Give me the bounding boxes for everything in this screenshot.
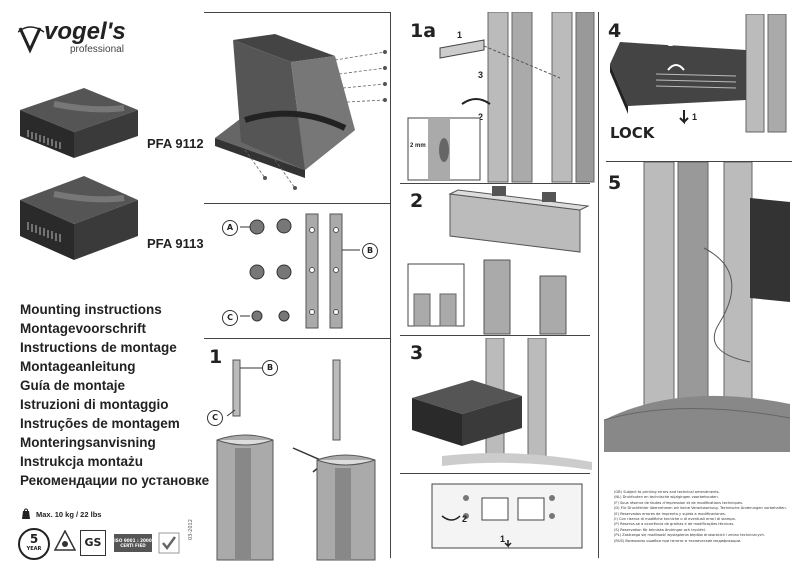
- max-load-text: Max. 10 kg / 22 lbs: [36, 509, 102, 519]
- tuv-mark-icon: [54, 530, 76, 551]
- panel-divider-1: [390, 12, 391, 558]
- lang-title-fr: Instructions de montage: [20, 340, 177, 355]
- disclaimer-line: (NL) Drukfouten en technische wijziginge…: [614, 495, 719, 500]
- step-3-number: 3: [410, 342, 424, 364]
- disclaimer-line: (D) Für Druckfehler übernehmen wir keine…: [614, 506, 787, 511]
- step-1a-number: 1a: [410, 20, 437, 42]
- language-list: Mounting instructions Montagevoorschrift…: [20, 300, 209, 490]
- panel-divider-h2: [204, 338, 390, 339]
- lang-title-ru: Рекомендации по установке: [20, 473, 210, 488]
- step-3-detail-label-2: 2: [462, 514, 468, 524]
- lang-title-sv: Monteringsanvisning: [20, 435, 156, 450]
- lang-title-it: Istruzioni di montaggio: [20, 397, 169, 412]
- disclaimer-line: (E) Reservados errores de imprenta y suj…: [614, 511, 726, 516]
- step-1a-label-3: 3: [478, 70, 484, 80]
- step-1-diagram: [216, 359, 376, 561]
- step-5-diagram: [603, 162, 791, 452]
- step-1-number: 1: [209, 346, 223, 368]
- brand-tagline: professional: [70, 44, 124, 55]
- step-4-label-1: 1: [692, 112, 698, 122]
- step-3-diagram: [412, 338, 592, 470]
- panel-divider-2: [598, 12, 599, 558]
- brand-logo: vogel's professional: [17, 18, 133, 56]
- lang-title-nl: Montagevoorschrift: [20, 321, 147, 336]
- step-1a-label-2: 2: [478, 112, 484, 122]
- lang-title-pt: Instruções de montagem: [20, 416, 180, 431]
- lang-title-de: Montageanleitung: [20, 359, 136, 374]
- iso-line2: CERTI FIED: [120, 543, 146, 548]
- lang-title-es: Guía de montaje: [20, 378, 126, 393]
- step-3-detail-label-1: 1: [500, 534, 506, 544]
- print-code: 03-2012: [188, 519, 194, 540]
- step-1a-gap-label: 2 mm: [410, 143, 426, 149]
- callout-c: C: [222, 310, 238, 326]
- lang-title-pl: Instrukcja montażu: [20, 454, 144, 469]
- iso-badge: ISO 9001 : 2000 CERTI FIED: [114, 534, 152, 552]
- step-4-label-2: 2: [668, 38, 674, 48]
- exploded-view-diagram: [215, 34, 387, 190]
- disclaimer-line: (F) Sous réserve de fautes d'impression …: [614, 500, 744, 505]
- gs-text: GS: [84, 536, 102, 549]
- step-4-diagram: [610, 14, 787, 133]
- product-image-pfa9113: [20, 176, 138, 260]
- vogels-logo-icon: [17, 26, 45, 54]
- lock-label: LOCK: [610, 124, 655, 142]
- panel-divider-h4: [400, 335, 590, 336]
- weight-icon: [22, 508, 30, 519]
- step-4-number: 4: [608, 20, 622, 42]
- panel-divider-h3: [400, 183, 590, 184]
- product-model-1: PFA 9112: [147, 136, 204, 151]
- parts-diagram: [240, 213, 360, 329]
- iso-line1: ISO 9001 : 2000: [114, 538, 152, 543]
- disclaimer-line: (GB) Subject to printing errors and tech…: [614, 490, 720, 494]
- disclaimer-line: (S) Reservation för tekniska ändringar o…: [614, 527, 706, 532]
- gs-mark: GS: [80, 530, 106, 556]
- brand-name: vogel's: [44, 18, 126, 45]
- step-2-diagram: [407, 186, 590, 335]
- step-1a-label-1: 1: [457, 30, 463, 40]
- checkmark-icon: [158, 532, 180, 554]
- step-5-number: 5: [608, 172, 622, 194]
- max-load: Max. 10 kg / 22 lbs: [20, 508, 101, 520]
- product-image-pfa9112: [20, 88, 138, 158]
- step-1-callout-c: C: [207, 410, 223, 426]
- step-1a-diagram: [407, 12, 595, 183]
- warranty-word: YEAR: [26, 546, 42, 552]
- product-model-2: PFA 9113: [147, 236, 204, 251]
- step-2-number: 2: [410, 190, 424, 212]
- panel-top-border: [204, 12, 390, 13]
- warranty-badge: 5 YEAR: [18, 528, 50, 560]
- warranty-years: 5: [29, 532, 39, 546]
- lang-title-en: Mounting instructions: [20, 302, 162, 317]
- disclaimer-line: (RUS) Возможны ошибки при печати и техни…: [614, 538, 742, 543]
- disclaimer-line: (I) Con riserva di modifiche tecniche o …: [614, 517, 736, 522]
- disclaimer-line: (P) Reserva-se a ocorrência de gralhas e…: [614, 522, 735, 527]
- callout-b: B: [362, 243, 378, 259]
- panel-divider-h1: [204, 203, 390, 204]
- step-1-callout-b: B: [262, 360, 278, 376]
- disclaimer-block: (GB) Subject to printing errors and tech…: [614, 490, 787, 544]
- step-3-detail-diagram: [431, 483, 583, 549]
- disclaimer-line: (PL) Zastrzega się możliwość wystąpienia…: [614, 533, 765, 538]
- panel-divider-h5: [400, 473, 590, 474]
- callout-a: A: [222, 220, 238, 236]
